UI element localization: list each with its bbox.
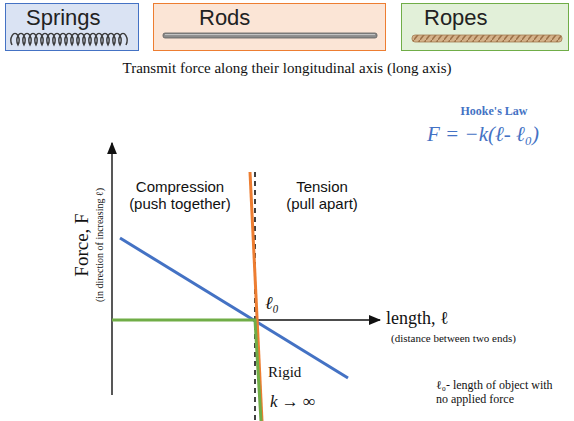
box-title: Rods	[199, 6, 385, 30]
definition-note: ℓ₀- length of object with no applied for…	[436, 378, 564, 406]
axis-title: Force, F	[71, 213, 93, 276]
axis-title: length, ℓ	[386, 308, 449, 329]
rod-highlight	[165, 34, 375, 35]
rope-force-line	[112, 320, 261, 421]
rope-picture	[412, 35, 562, 42]
caption-note: Transmit force along their longitudinal …	[123, 60, 452, 77]
formula: F = −k(ℓ- ℓ₀)	[427, 122, 539, 146]
axis-note: (distance between two ends)	[391, 332, 516, 345]
y-axis	[111, 143, 112, 395]
axis-note: (in direction of increasing ℓ)	[94, 188, 106, 302]
rod-picture	[163, 33, 377, 38]
category-box: Rods	[153, 3, 386, 51]
region-label: Compression (push together)	[124, 178, 236, 212]
line-label: k → ∞	[270, 392, 315, 412]
category-box: Ropes	[401, 3, 569, 51]
box-title: Springs	[26, 6, 138, 30]
box-title: Ropes	[424, 6, 568, 30]
spring-picture	[11, 33, 127, 45]
spring-force-line	[120, 238, 348, 378]
line-label: Rigid	[268, 364, 301, 381]
rest-length-mark: ℓ₀	[265, 293, 279, 314]
law-title: Hooke's Law	[460, 104, 527, 118]
region-label: Tension (pull apart)	[283, 178, 361, 212]
